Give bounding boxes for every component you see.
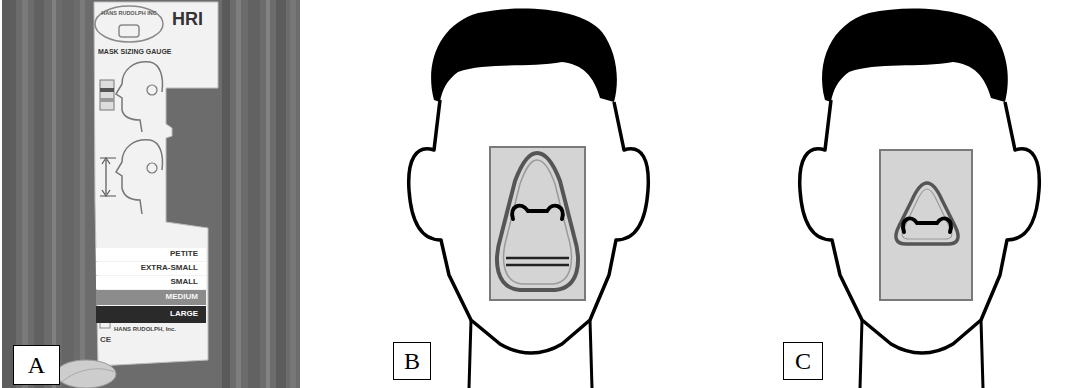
size-band: PETITE xyxy=(96,248,206,261)
gauge-text: MASK SIZING GAUGE xyxy=(98,48,172,56)
panel-letter-text: C xyxy=(795,348,811,374)
panel-letter: C xyxy=(783,342,823,380)
size-label: EXTRA-SMALL xyxy=(141,264,198,273)
size-band: MEDIUM xyxy=(96,290,206,305)
gauge-text: HANS RUDOLPH INC xyxy=(99,10,159,16)
certification-mark: CE xyxy=(100,336,111,345)
size-label: MEDIUM xyxy=(166,293,198,302)
panel-letter-text: B xyxy=(404,348,420,374)
sizing-gauge-card: HANS RUDOLPH INC HRI MASK SIZING GAUGE HANS… xyxy=(92,2,218,368)
size-label: LARGE xyxy=(170,310,198,319)
size-label: SMALL xyxy=(170,278,198,287)
panel-letter-text: A xyxy=(28,352,45,378)
size-band: EXTRA-SMALL xyxy=(96,262,206,275)
panel-letter: A xyxy=(13,345,60,385)
size-band: LARGE xyxy=(96,306,206,323)
panel-letter: B xyxy=(393,342,431,380)
gauge-text: HANS RUDOLPH, Inc. xyxy=(114,326,176,333)
gauge-text: HRI xyxy=(172,10,203,30)
size-label: PETITE xyxy=(170,250,198,259)
size-band: SMALL xyxy=(96,276,206,289)
